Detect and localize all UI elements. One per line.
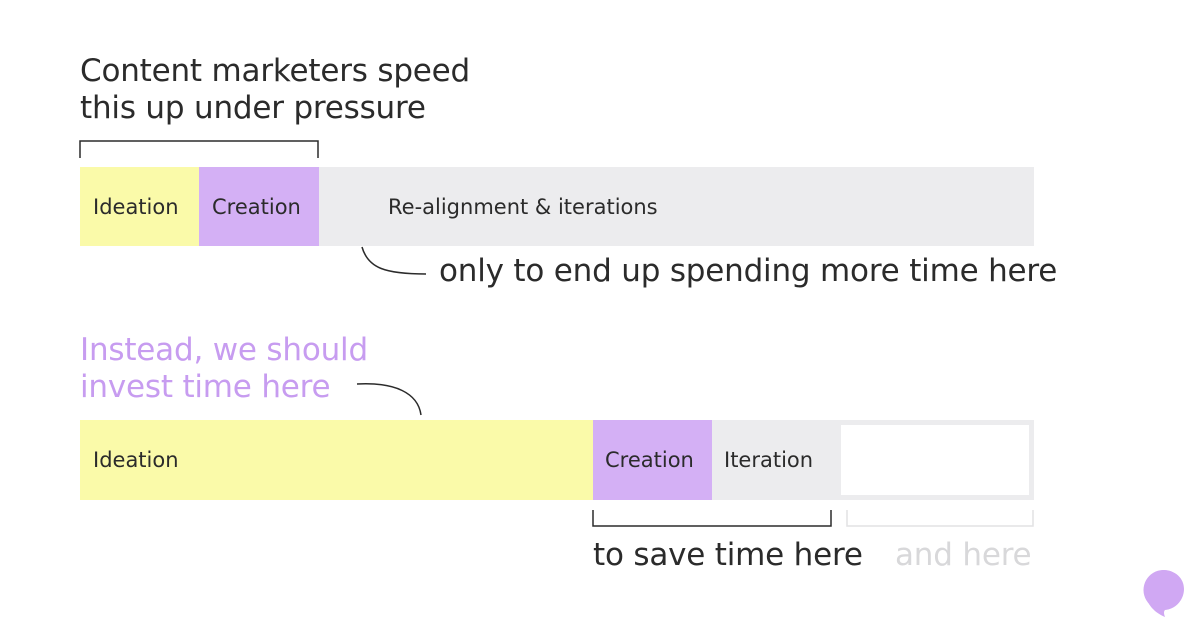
bottom-creation-label: Creation [605,448,694,472]
bottom-ideation-label: Ideation [93,448,179,472]
speech-bubble-logo-icon [1143,570,1184,617]
bottom-saved-time-segment [836,420,1034,500]
top-callout: only to end up spending more time here [439,253,1058,289]
top-realignment-label: Re-alignment & iterations [388,194,658,219]
top-heading: Content marketers speed this up under pr… [80,53,470,127]
bottom-callout-save: to save time here [593,537,863,573]
bottom-connector-curve [356,383,422,416]
top-ideation-label: Ideation [93,194,179,219]
bottom-iteration-label: Iteration [724,448,814,472]
bottom-creation-segment: Creation [593,420,712,500]
top-creation-segment: Creation [199,167,319,246]
bottom-iteration-segment: Iteration [712,420,836,500]
bottom-bracket-and-here [846,510,1034,527]
bottom-heading-line1: Instead, we should [80,332,368,368]
bottom-ideation-segment: Ideation [80,420,593,500]
top-connector-curve [361,246,427,275]
bottom-heading-line2: invest time here [80,369,331,405]
bottom-heading: Instead, we should invest time here [80,332,368,406]
top-heading-line2: this up under pressure [80,90,426,126]
bottom-bracket-save [592,510,832,527]
top-heading-line1: Content marketers speed [80,53,471,89]
top-realignment-segment: Re-alignment & iterations [319,167,1034,246]
top-creation-label: Creation [212,194,301,219]
bottom-callout-and-here: and here [895,537,1032,573]
top-bracket [79,140,319,158]
top-ideation-segment: Ideation [80,167,199,246]
